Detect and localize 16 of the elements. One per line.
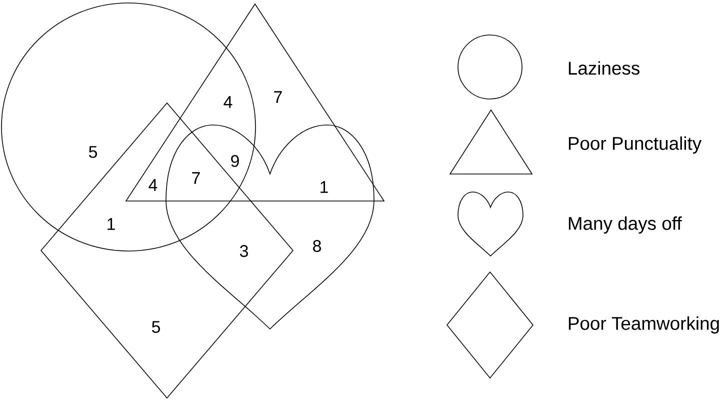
count-label: 1 [320, 181, 328, 193]
count-label: 1 [108, 218, 115, 230]
count-label: 9 [231, 155, 239, 167]
count-label: 5 [88, 146, 97, 158]
legend-text: Poor Teamworking [568, 316, 719, 334]
count-label: 5 [152, 321, 160, 333]
legend-text: Laziness [568, 61, 640, 75]
count-label: 4 [224, 96, 232, 108]
count-label: 7 [192, 172, 200, 184]
heart-outline [166, 124, 374, 330]
count-label: 7 [274, 91, 282, 103]
count-label: 8 [313, 240, 321, 252]
legend-text: Poor Punctuality [568, 136, 702, 154]
count-label: 3 [240, 245, 248, 257]
count-label: 4 [148, 179, 158, 191]
legend-text: Many days off [568, 216, 682, 234]
